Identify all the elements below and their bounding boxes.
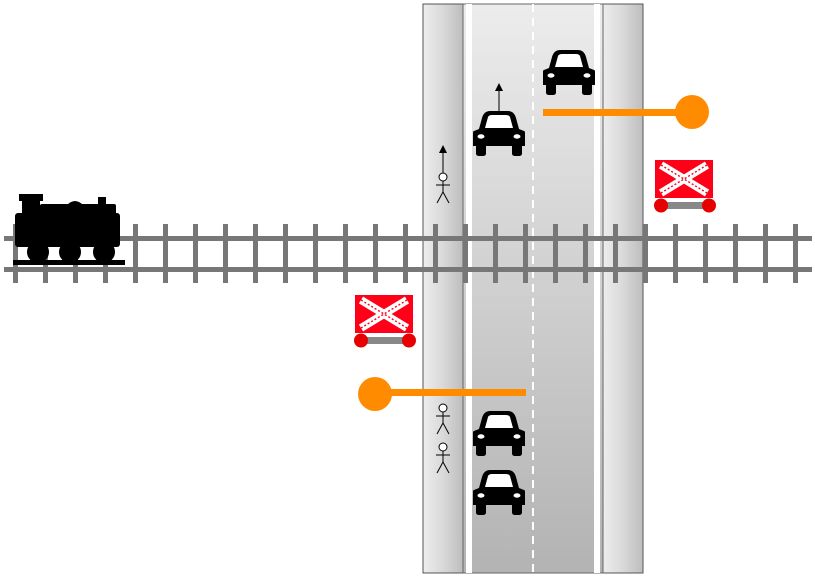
up-arrow-icon [439, 145, 447, 173]
barrier-arm-top [543, 109, 693, 116]
rail-tie [613, 224, 618, 283]
rail-tie [283, 224, 288, 283]
right-curb [594, 4, 600, 573]
rail-tie [463, 224, 468, 283]
rail-tie [313, 224, 318, 283]
rail-tie [703, 224, 708, 283]
up-arrow-icon [495, 83, 503, 113]
rail-tie [13, 224, 18, 283]
barrier-arm-bottom [375, 389, 526, 396]
rail-tie [163, 224, 168, 283]
locomotive-icon [13, 194, 125, 265]
rail-tie [523, 224, 528, 283]
barrier-gate-icon [543, 95, 709, 129]
rail-bottom [4, 267, 812, 272]
rail-tie [673, 224, 678, 283]
crossing-sign-icon [354, 295, 416, 348]
rail-tie [793, 224, 798, 283]
left-sidewalk [422, 3, 464, 574]
rail-tie [433, 224, 438, 283]
rail-ties [13, 224, 798, 283]
rail-tie [763, 224, 768, 283]
left-curb [466, 4, 472, 573]
rail-tie [733, 224, 738, 283]
rail-tie [253, 224, 258, 283]
rail-tie [553, 224, 558, 283]
railway-track [4, 224, 812, 283]
rail-tie [583, 224, 588, 283]
road [422, 3, 644, 574]
barrier-pivot-bottom [358, 377, 392, 411]
rail-top [4, 236, 812, 241]
crossing-sign-icon [654, 160, 716, 213]
rail-tie [133, 224, 138, 283]
rail-tie [403, 224, 408, 283]
rail-tie [343, 224, 348, 283]
rail-tie [223, 224, 228, 283]
rail-tie [373, 224, 378, 283]
barrier-pivot-top [675, 95, 709, 129]
barrier-gate-icon [358, 377, 526, 411]
rail-tie [493, 224, 498, 283]
rail-tie [643, 224, 648, 283]
rail-tie [193, 224, 198, 283]
right-sidewalk [602, 3, 644, 574]
